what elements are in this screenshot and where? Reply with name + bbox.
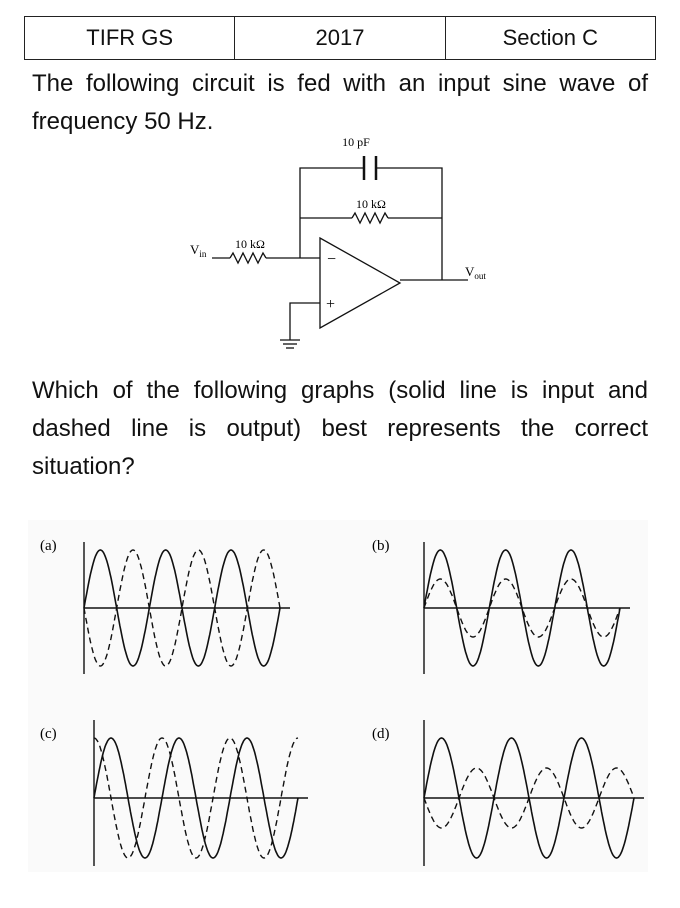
question-prompt: Which of the following graphs (solid lin…: [32, 377, 648, 480]
option-label-d[interactable]: (d): [372, 726, 390, 742]
input-wave-c: [93, 737, 299, 859]
opamp-minus-label: −: [327, 251, 336, 268]
header-table: TIFR GS 2017 Section C: [23, 16, 657, 60]
question-intro: The following circuit is fed with an inp…: [32, 70, 648, 135]
feedback-resistor-zigzag: [351, 211, 389, 225]
input-resistor-label: 10 kΩ: [235, 237, 265, 251]
opamp-plus-label: +: [326, 296, 335, 313]
options-graphs: (a) (b) (c) (d): [40, 538, 644, 866]
capacitor-label: 10 pF: [342, 135, 370, 149]
vin-label: Vin: [190, 242, 207, 259]
feedback-resistor-label: 10 kΩ: [356, 197, 386, 211]
output-wave-d: [423, 767, 635, 829]
options-panel: (a) (b) (c) (d): [28, 520, 648, 872]
header-section: Section C: [444, 16, 657, 60]
output-wave-c: [93, 737, 299, 859]
circuit-diagram: 10 pF 10 kΩ 10 kΩ Vin Vout − +: [190, 135, 486, 349]
header-exam: TIFR GS: [23, 16, 236, 60]
option-label-a[interactable]: (a): [40, 538, 57, 554]
option-label-c[interactable]: (c): [40, 726, 57, 742]
option-label-b[interactable]: (b): [372, 538, 390, 554]
header-year: 2017: [234, 16, 446, 60]
output-wave-b: [423, 578, 621, 638]
vout-label: Vout: [465, 264, 486, 281]
opamp-triangle: [319, 236, 402, 330]
output-wave-a: [83, 549, 281, 667]
input-resistor-zigzag: [229, 251, 267, 265]
